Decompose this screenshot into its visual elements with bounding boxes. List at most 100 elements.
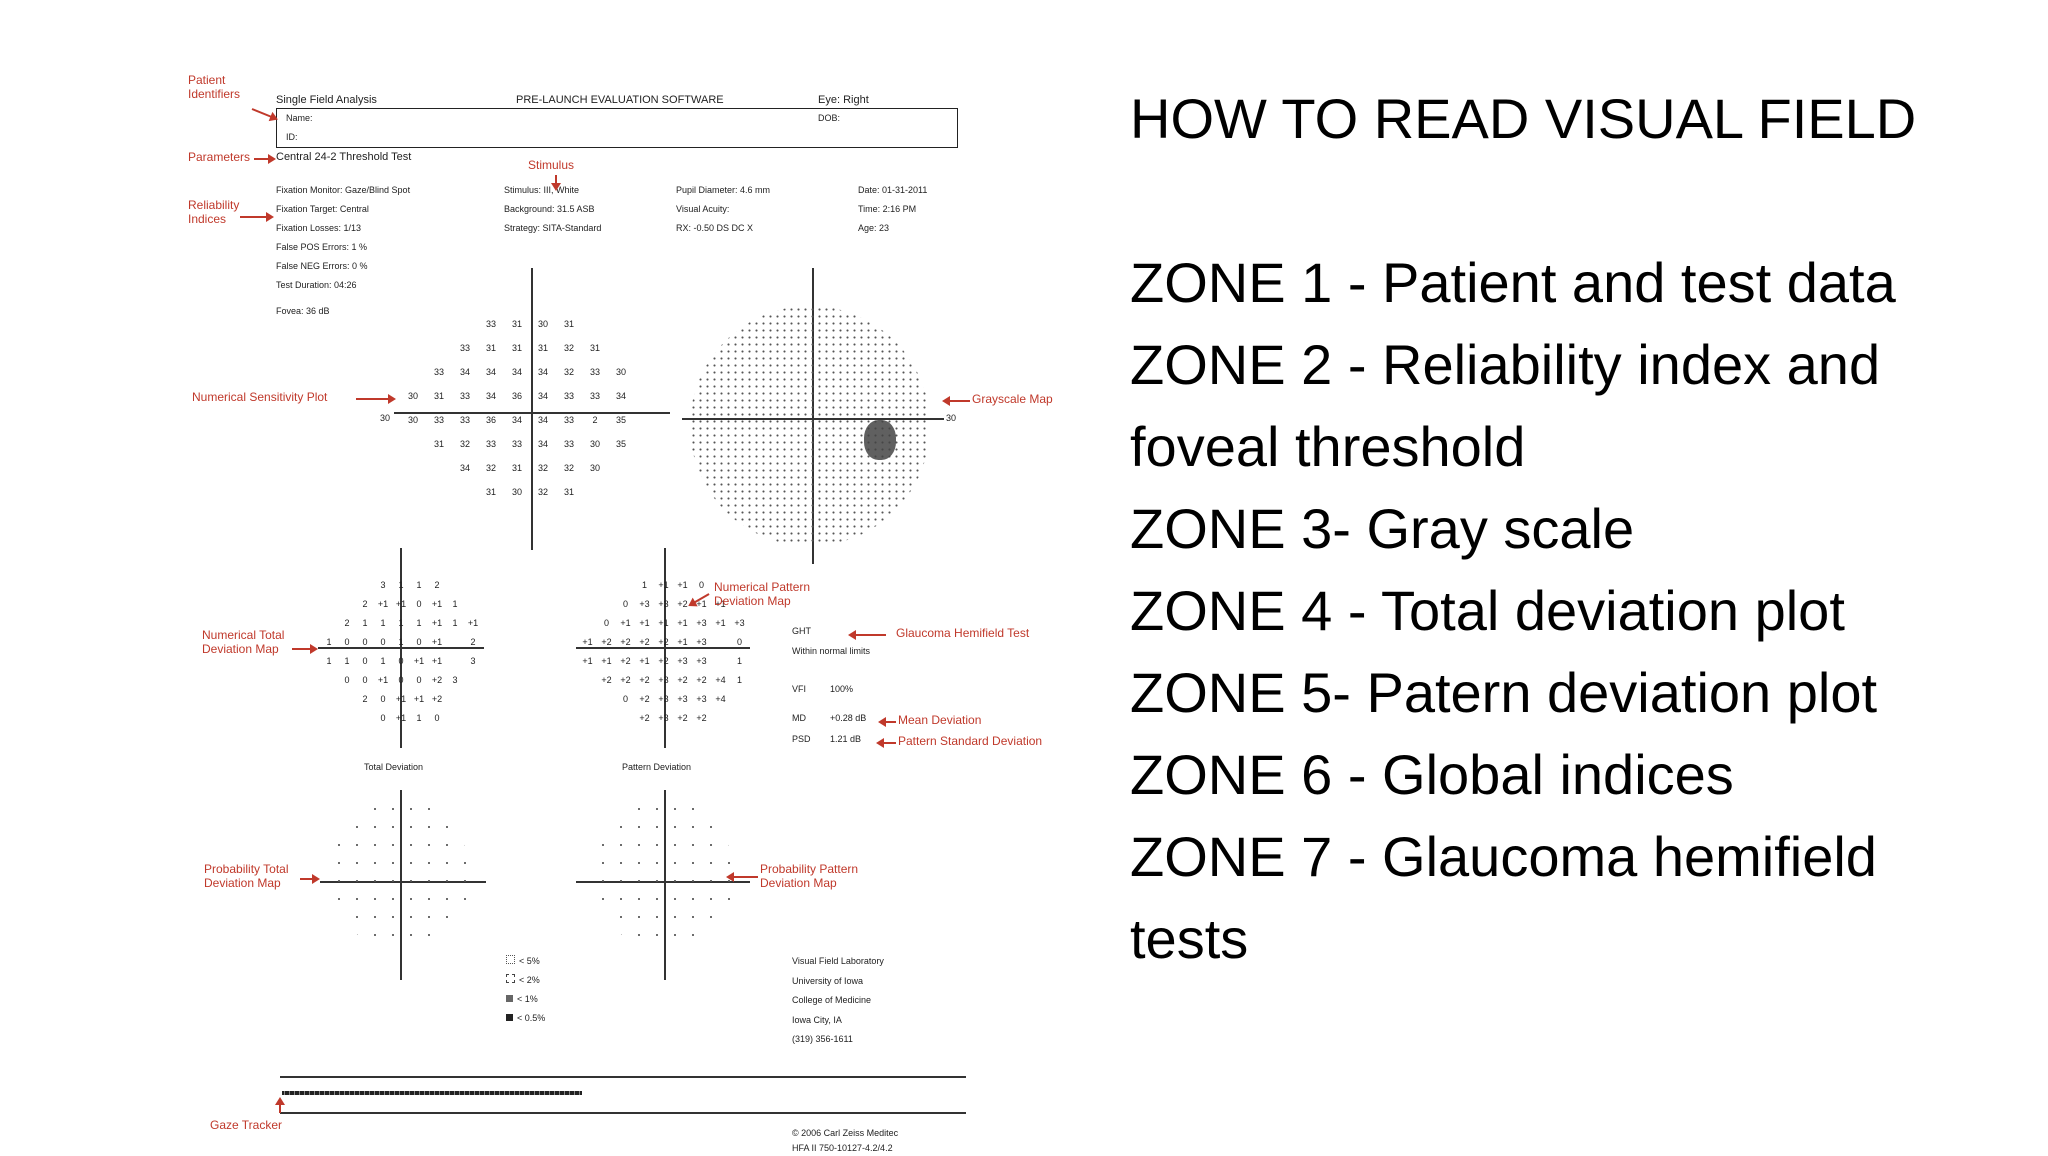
pattern-deviation-value (597, 709, 616, 728)
total-deviation-value (320, 595, 338, 614)
psd-arrow (876, 738, 896, 748)
sensitivity-value: 32 (459, 439, 470, 449)
parameters-annotation: Parameters (188, 150, 251, 164)
total-deviation-value: 2 (344, 618, 350, 628)
zone-line: ZONE 5- Patern deviation plot (1130, 661, 1878, 724)
pattern-deviation-value: +1 (677, 618, 688, 628)
total-deviation-value: 2 (362, 694, 368, 704)
total-deviation-value: 0 (398, 656, 404, 666)
probability-pattern-deviation-arrow (726, 872, 758, 882)
total-deviation-value: 0 (380, 713, 386, 723)
gaze-tracker-bottom (280, 1112, 966, 1114)
sensitivity-value: 34 (459, 463, 470, 473)
pattern-deviation-value: +2 (639, 713, 650, 723)
probability-pattern-deviation-map (594, 800, 734, 950)
copyright: © 2006 Carl Zeiss Meditec (792, 1128, 899, 1138)
date-column: Date: 01-31-2011 Time: 2:16 PM Age: 23 (858, 181, 927, 238)
sensitivity-value (400, 360, 426, 384)
pattern-deviation-value (597, 576, 616, 595)
numerical-total-deviation-arrow (292, 644, 318, 654)
vfi-label: VFI (792, 684, 807, 694)
pattern-deviation-value: +2 (696, 675, 707, 685)
sensitivity-value: 30 (589, 439, 600, 449)
zone-line: ZONE 2 - Reliability index and (1130, 333, 1881, 396)
lab-line: College of Medicine (792, 995, 872, 1005)
stimulus-column: Stimulus: III, White Background: 31.5 AS… (504, 181, 601, 238)
md-arrow (878, 717, 896, 727)
sensitivity-value: 32 (563, 367, 574, 377)
sensitivity-value: 31 (537, 343, 548, 353)
total-deviation-value: +1 (395, 694, 407, 704)
pattern-deviation-value: +2 (620, 675, 631, 685)
sensitivity-value: 30 (511, 487, 522, 497)
lab-line: Visual Field Laboratory (792, 956, 884, 966)
sensitivity-value: 33 (589, 391, 600, 401)
total-deviation-value: 1 (380, 656, 386, 666)
total-deviation-value: +1 (413, 694, 425, 704)
pattern-deviation-value: 0 (698, 580, 704, 590)
id-label: ID: (286, 132, 298, 142)
numerical-sensitivity-plot-annotation: Numerical Sensitivity Plot (192, 390, 328, 404)
sensitivity-axis-label-left: 30 (380, 413, 391, 423)
false-pos-errors: False POS Errors: 1 % (276, 242, 368, 252)
total-deviation-value (338, 709, 356, 728)
sensitivity-value: 34 (537, 415, 548, 425)
zone-line: ZONE 7 - Glaucoma hemifield (1130, 825, 1877, 888)
legend-item: < 1% (506, 990, 545, 1009)
sensitivity-value (400, 456, 426, 480)
total-deviation-value (338, 576, 356, 595)
pattern-deviation-value: 0 (622, 694, 628, 704)
total-deviation-value: +1 (431, 599, 443, 609)
pattern-deviation-value (578, 595, 597, 614)
total-deviation-value: 3 (470, 656, 476, 666)
grayscale-axis-label-right: 30 (946, 413, 957, 423)
sensitivity-value (426, 480, 452, 504)
pattern-deviation-value: +2 (620, 656, 631, 666)
pupil-diameter: Pupil Diameter: 4.6 mm (676, 185, 771, 195)
pattern-deviation-value: +2 (639, 637, 650, 647)
sensitivity-value: 30 (537, 319, 548, 329)
pattern-deviation-value (616, 576, 635, 595)
pattern-deviation-value: +4 (715, 694, 726, 704)
total-deviation-value (356, 709, 374, 728)
rx: RX: -0.50 DS DC X (676, 223, 754, 233)
stimulus-annotation: Stimulus (528, 158, 575, 172)
total-deviation-value: 0 (416, 599, 422, 609)
pattern-deviation-value: +2 (620, 637, 631, 647)
sensitivity-value (452, 312, 478, 336)
total-deviation-value: 0 (362, 675, 368, 685)
total-deviation-value: 0 (362, 637, 368, 647)
pattern-deviation-value: +1 (639, 618, 650, 628)
sensitivity-value: 30 (615, 367, 626, 377)
grayscale-map-arrow (942, 396, 970, 406)
total-deviation-value: 1 (416, 580, 422, 590)
glaucoma-hemifield-test-annotation: Glaucoma Hemifield Test (896, 626, 1030, 640)
model-number: HFA II 750-10127-4.2/4.2 (792, 1143, 893, 1153)
patient-identifiers-annotation: Patient Identifiers (188, 73, 241, 101)
sensitivity-value: 36 (511, 391, 522, 401)
stimulus-arrow (555, 175, 557, 189)
sensitivity-value: 32 (563, 343, 574, 353)
pattern-deviation-value: +3 (658, 599, 669, 609)
lab-line: Iowa City, IA (792, 1014, 842, 1025)
total-deviation-value: +1 (431, 637, 443, 647)
total-deviation-value: 0 (434, 713, 440, 723)
sensitivity-value (400, 312, 426, 336)
pattern-deviation-value (578, 709, 597, 728)
probability-pattern-deviation-annotation: Probability Pattern Deviation Map (760, 862, 859, 890)
total-deviation-value: 2 (434, 580, 440, 590)
sensitivity-value (608, 312, 634, 336)
pattern-deviation-value: +1 (620, 618, 631, 628)
total-deviation-value: 1 (362, 618, 368, 628)
slide-title: HOW TO READ VISUAL FIELD (1130, 87, 1917, 150)
pattern-deviation-value: +1 (696, 599, 707, 609)
pattern-deviation-value: 0 (603, 618, 609, 628)
sensitivity-value: 33 (589, 367, 600, 377)
strategy: Strategy: SITA-Standard (504, 223, 602, 233)
pattern-deviation-title: Pattern Deviation (622, 762, 692, 772)
total-deviation-value: 1 (416, 618, 422, 628)
sensitivity-value: 31 (433, 391, 444, 401)
sensitivity-value: 33 (511, 439, 522, 449)
pattern-deviation-value (578, 614, 597, 633)
mean-deviation-annotation: Mean Deviation (898, 713, 982, 727)
